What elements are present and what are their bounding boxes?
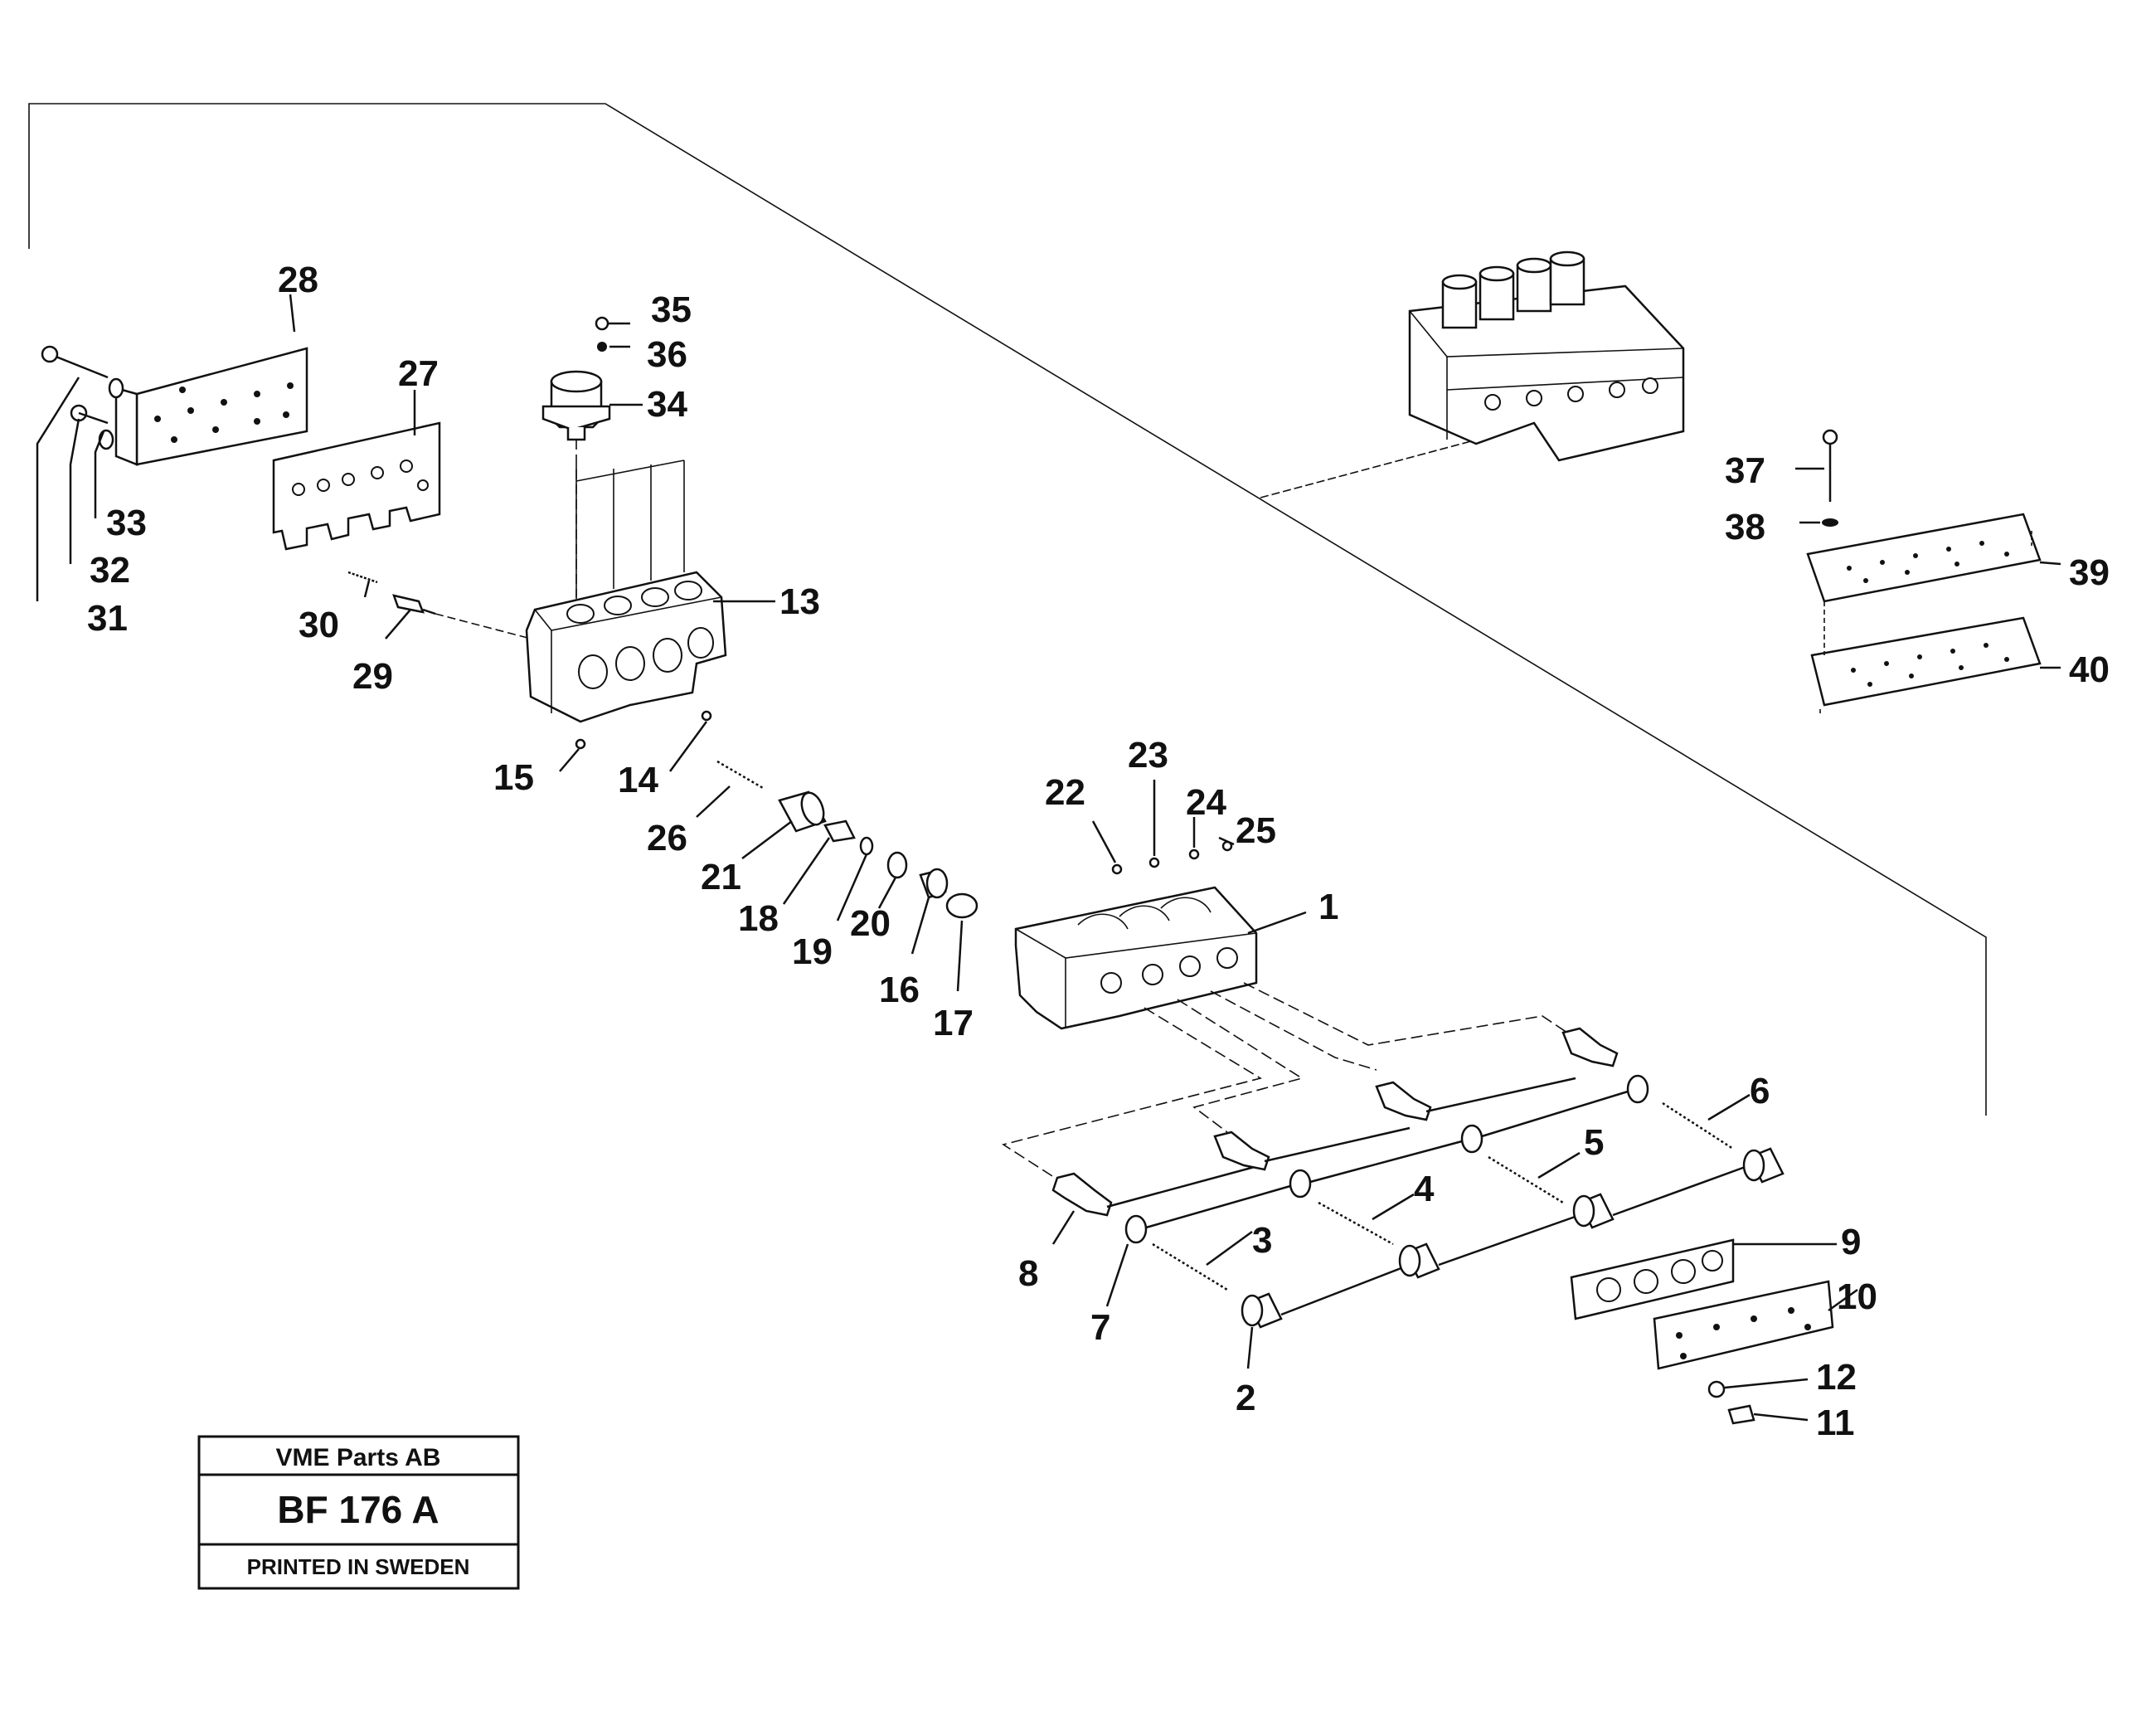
plate-39	[1806, 513, 2061, 603]
label-13: 13	[779, 581, 820, 622]
plug-29	[392, 594, 532, 639]
label-22: 22	[1045, 772, 1085, 813]
washer-19	[859, 836, 874, 856]
label-40: 40	[2069, 649, 2110, 690]
spool-8	[1051, 1027, 1619, 1217]
printed-in: PRINTED IN SWEDEN	[247, 1554, 470, 1579]
label-6: 6	[1750, 1071, 1770, 1111]
label-4: 4	[1414, 1169, 1435, 1209]
drawing-code: BF 176 A	[277, 1488, 439, 1531]
spring-6	[1662, 1101, 1734, 1150]
bolt-37	[1795, 429, 1838, 502]
label-16: 16	[879, 970, 920, 1010]
label-21: 21	[701, 857, 741, 897]
pin-15	[575, 738, 586, 750]
screw-35	[595, 316, 630, 331]
label-25: 25	[1236, 810, 1276, 851]
washer-33	[94, 377, 124, 518]
label-39: 39	[2069, 552, 2110, 593]
cover-10	[1653, 1280, 1834, 1370]
label-5: 5	[1584, 1122, 1604, 1163]
cover-17	[945, 892, 978, 919]
bolt-32	[69, 404, 109, 564]
plug-16	[919, 868, 949, 899]
label-29: 29	[352, 656, 393, 697]
part-labels: 1 2 3 4 5 6 7 8 9 10 11 12 13 14 15 16 1…	[87, 260, 2110, 1443]
pin-30	[347, 571, 378, 584]
label-33: 33	[106, 503, 147, 543]
screw-11	[1727, 1404, 1809, 1425]
washer-7	[1124, 1074, 1649, 1244]
outline-frame	[28, 103, 1987, 1116]
label-23: 23	[1128, 735, 1168, 776]
spring-3	[1152, 1242, 1228, 1291]
label-34: 34	[647, 384, 687, 425]
label-36: 36	[647, 334, 687, 375]
label-28: 28	[278, 260, 318, 300]
label-7: 7	[1090, 1307, 1110, 1348]
spring-5	[1488, 1155, 1564, 1204]
title-block: VME Parts AB BF 176 A PRINTED IN SWEDEN	[197, 1435, 520, 1590]
ball-24	[1188, 848, 1200, 860]
label-30: 30	[299, 605, 339, 645]
label-19: 19	[792, 931, 833, 972]
label-35: 35	[651, 289, 692, 330]
o-ring-20	[886, 851, 908, 879]
label-20: 20	[850, 903, 891, 944]
label-26: 26	[647, 818, 687, 858]
spring-26	[716, 760, 764, 790]
ball-22	[1111, 863, 1123, 875]
label-10: 10	[1837, 1276, 1877, 1317]
label-11: 11	[1816, 1403, 1855, 1443]
label-12: 12	[1816, 1357, 1857, 1398]
company-name: VME Parts AB	[276, 1444, 441, 1471]
label-27: 27	[398, 353, 439, 394]
bolt-31	[36, 345, 109, 601]
label-32: 32	[90, 550, 130, 591]
assembled-valve-illustration	[1408, 250, 1685, 462]
label-38: 38	[1725, 507, 1765, 547]
cap-2	[1241, 1147, 1785, 1329]
label-31: 31	[87, 598, 128, 639]
label-8: 8	[1018, 1253, 1038, 1294]
gasket-40	[1810, 601, 2061, 713]
label-2: 2	[1236, 1378, 1255, 1418]
washer-38	[1799, 518, 1838, 527]
label-1: 1	[1318, 887, 1338, 927]
pin-14	[701, 710, 712, 722]
piston-21	[778, 790, 827, 833]
washer-12	[1707, 1378, 1809, 1398]
solenoid-valve-34	[541, 370, 643, 601]
washer-36	[597, 342, 630, 352]
valve-housing-1	[1014, 886, 1258, 1030]
label-18: 18	[738, 898, 779, 939]
ball-23	[1148, 857, 1160, 868]
valve-housing-13	[525, 459, 727, 723]
plunger-18	[823, 819, 856, 843]
gasket-9	[1570, 1238, 1735, 1320]
label-24: 24	[1186, 782, 1226, 823]
cover-plate-28	[114, 347, 308, 466]
label-3: 3	[1252, 1220, 1272, 1261]
label-9: 9	[1841, 1222, 1861, 1262]
label-14: 14	[618, 760, 658, 800]
gasket-27	[272, 421, 441, 551]
spring-4	[1318, 1201, 1394, 1246]
leader-lines	[289, 294, 1858, 1369]
label-15: 15	[493, 757, 534, 798]
centre-lines	[1002, 982, 1568, 1183]
label-17: 17	[933, 1003, 974, 1043]
label-37: 37	[1725, 450, 1765, 491]
